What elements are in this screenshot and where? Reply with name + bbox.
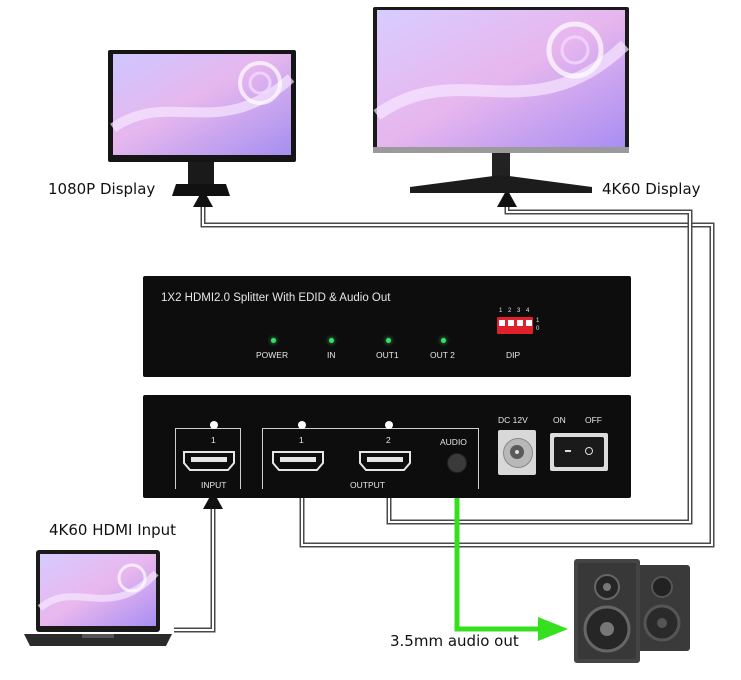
dc-label: DC 12V bbox=[498, 415, 528, 425]
audio-jack[interactable] bbox=[447, 453, 467, 473]
led-label-in: IN bbox=[327, 350, 336, 360]
speakers bbox=[574, 559, 690, 663]
output-group-frame bbox=[262, 428, 479, 489]
monitor-1080p bbox=[108, 50, 296, 196]
led-label-power: POWER bbox=[256, 350, 289, 360]
dip-state-on: 1 bbox=[536, 318, 540, 324]
input-port-number: 1 bbox=[211, 435, 216, 445]
led-out2 bbox=[441, 338, 446, 343]
dip-number-4: 4 bbox=[526, 308, 530, 314]
monitor-4k60 bbox=[373, 7, 630, 193]
off-label: OFF bbox=[585, 415, 602, 425]
cable-laptop-to-input bbox=[174, 505, 216, 633]
arrow-to-1080p bbox=[193, 189, 213, 207]
led-label-out2: OUT 2 bbox=[430, 350, 455, 360]
dip-state-off: 0 bbox=[536, 326, 540, 332]
splitter-front-panel: 1X2 HDMI2.0 Splitter With EDID & Audio O… bbox=[143, 276, 631, 377]
arrow-to-input bbox=[203, 491, 223, 509]
dip-label: DIP bbox=[506, 350, 521, 360]
switch-off-mark-icon bbox=[585, 447, 593, 455]
dip-switch[interactable] bbox=[497, 317, 533, 334]
led-power bbox=[271, 338, 276, 343]
output1-port-number: 1 bbox=[299, 435, 304, 445]
hdmi-input-port[interactable] bbox=[182, 450, 236, 472]
hdmi-output-port-2[interactable] bbox=[358, 450, 412, 472]
cable-audio-out bbox=[454, 498, 538, 632]
label-audio-out: 3.5mm audio out bbox=[390, 632, 519, 650]
switch-on-mark-icon bbox=[565, 450, 571, 452]
on-label: ON bbox=[553, 415, 566, 425]
laptop bbox=[24, 550, 172, 646]
dc-power-jack[interactable] bbox=[498, 430, 536, 475]
led-out1 bbox=[386, 338, 391, 343]
label-4k60-display: 4K60 Display bbox=[602, 180, 701, 198]
dip-number-1: 1 bbox=[499, 308, 503, 314]
label-hdmi-input: 4K60 HDMI Input bbox=[49, 521, 177, 539]
output2-port-dot bbox=[385, 421, 393, 429]
arrow-to-4k60 bbox=[497, 189, 517, 207]
dip-numbers: 1 2 3 4 bbox=[498, 308, 536, 316]
output1-port-dot bbox=[298, 421, 306, 429]
dip-number-2: 2 bbox=[508, 308, 512, 314]
arrow-to-speakers bbox=[538, 617, 568, 641]
output2-port-number: 2 bbox=[386, 435, 391, 445]
audio-label: AUDIO bbox=[440, 437, 467, 447]
hdmi-output-port-1[interactable] bbox=[271, 450, 325, 472]
output-label: OUTPUT bbox=[348, 480, 387, 490]
label-1080p-display: 1080P Display bbox=[48, 180, 156, 198]
splitter-back-panel: 1 INPUT 1 2 AUDIO OUTPUT DC 12V ON OFF bbox=[143, 395, 631, 498]
input-label: INPUT bbox=[199, 480, 229, 490]
led-in bbox=[329, 338, 334, 343]
dip-number-3: 3 bbox=[517, 308, 521, 314]
led-label-out1: OUT1 bbox=[376, 350, 399, 360]
input-port-dot bbox=[210, 421, 218, 429]
power-switch[interactable] bbox=[550, 433, 608, 471]
front-panel-title: 1X2 HDMI2.0 Splitter With EDID & Audio O… bbox=[161, 292, 391, 304]
input-group-frame bbox=[175, 428, 241, 489]
